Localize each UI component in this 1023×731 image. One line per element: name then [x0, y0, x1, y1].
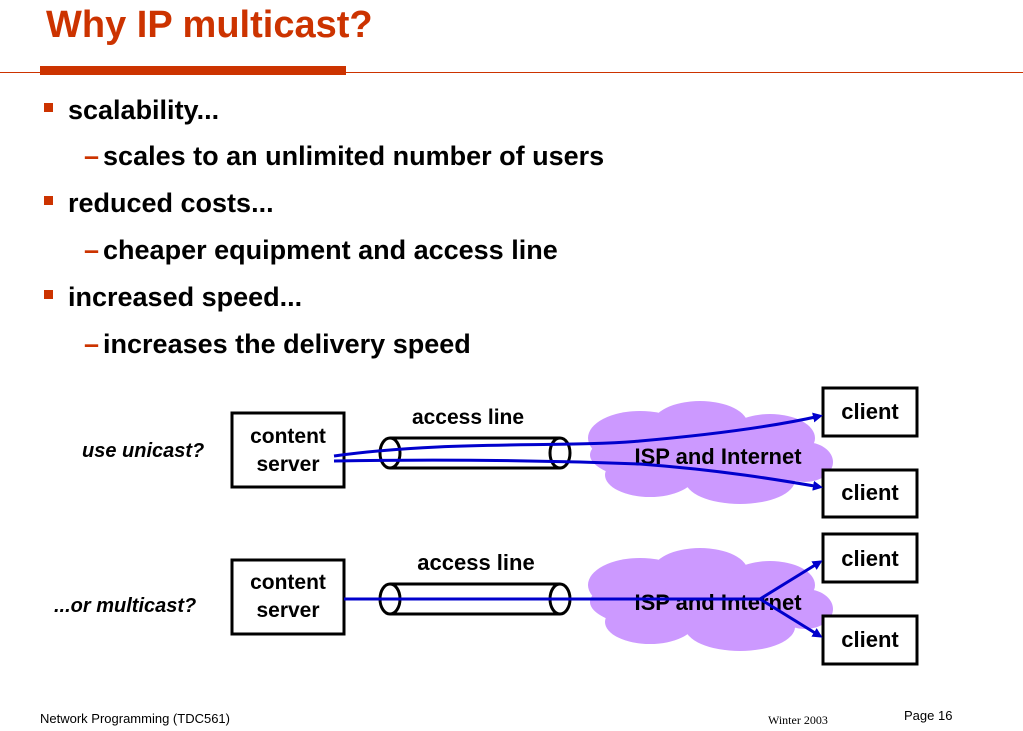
client-label: client	[841, 399, 899, 424]
bullet-item: scalability...	[44, 95, 219, 126]
multicast-question: ...or multicast?	[54, 595, 196, 617]
unicast-question: use unicast?	[82, 440, 204, 462]
sub-bullet-text: scales to an unlimited number of users	[103, 141, 605, 171]
title-accent-bar	[40, 66, 346, 75]
bullet-item: increased speed...	[44, 282, 302, 313]
slide-title: Why IP multicast?	[46, 4, 373, 46]
square-bullet-icon	[44, 290, 53, 300]
title-rule	[0, 72, 1023, 73]
footer-term: Winter 2003	[768, 713, 828, 727]
sub-bullet-text: cheaper equipment and access line	[103, 235, 558, 265]
content-server-box	[230, 411, 346, 489]
access-line-label: access line	[417, 550, 534, 575]
content-server-label-1: content	[250, 571, 326, 594]
sub-bullet-item: –increases the delivery speed	[84, 329, 471, 360]
sub-bullet-item: –scales to an unlimited number of users	[84, 141, 604, 172]
client-box	[821, 386, 919, 438]
access-line-pipe	[378, 436, 572, 470]
content-server-box	[230, 558, 346, 636]
bullet-item: reduced costs...	[44, 188, 274, 219]
client-box	[821, 532, 919, 584]
bullet-text: reduced costs...	[68, 188, 274, 218]
multicast-arrow-top	[759, 560, 823, 601]
client-box	[821, 614, 919, 666]
isp-cloud-label: ISP and Internet	[634, 590, 802, 615]
square-bullet-icon	[44, 103, 53, 113]
client-label: client	[841, 546, 899, 571]
unicast-arrow-top	[333, 412, 823, 458]
bullet-text: scalability...	[68, 95, 220, 125]
content-server-label-2: server	[256, 453, 319, 476]
dash-marker: –	[84, 235, 100, 265]
square-bullet-icon	[44, 196, 53, 206]
dash-marker: –	[84, 141, 100, 171]
bullet-text: increased speed...	[68, 282, 303, 312]
client-box	[821, 468, 919, 519]
client-label: client	[841, 480, 899, 505]
multicast-scenario: ...or multicast? content server access l…	[54, 532, 919, 666]
sub-bullet-item: –cheaper equipment and access line	[84, 235, 558, 266]
content-server-label-2: server	[256, 599, 319, 622]
access-line-label: access line	[412, 406, 524, 429]
client-label: client	[841, 627, 899, 652]
unicast-scenario: use unicast? content server access line …	[82, 386, 919, 519]
footer-page-number: Page 16	[904, 708, 953, 723]
sub-bullet-text: increases the delivery speed	[103, 329, 471, 359]
unicast-arrow-bottom	[333, 458, 823, 491]
footer-course: Network Programming (TDC561)	[40, 711, 230, 726]
multicast-arrow-bottom	[759, 597, 823, 638]
content-server-label-1: content	[250, 425, 326, 448]
dash-marker: –	[84, 329, 100, 359]
